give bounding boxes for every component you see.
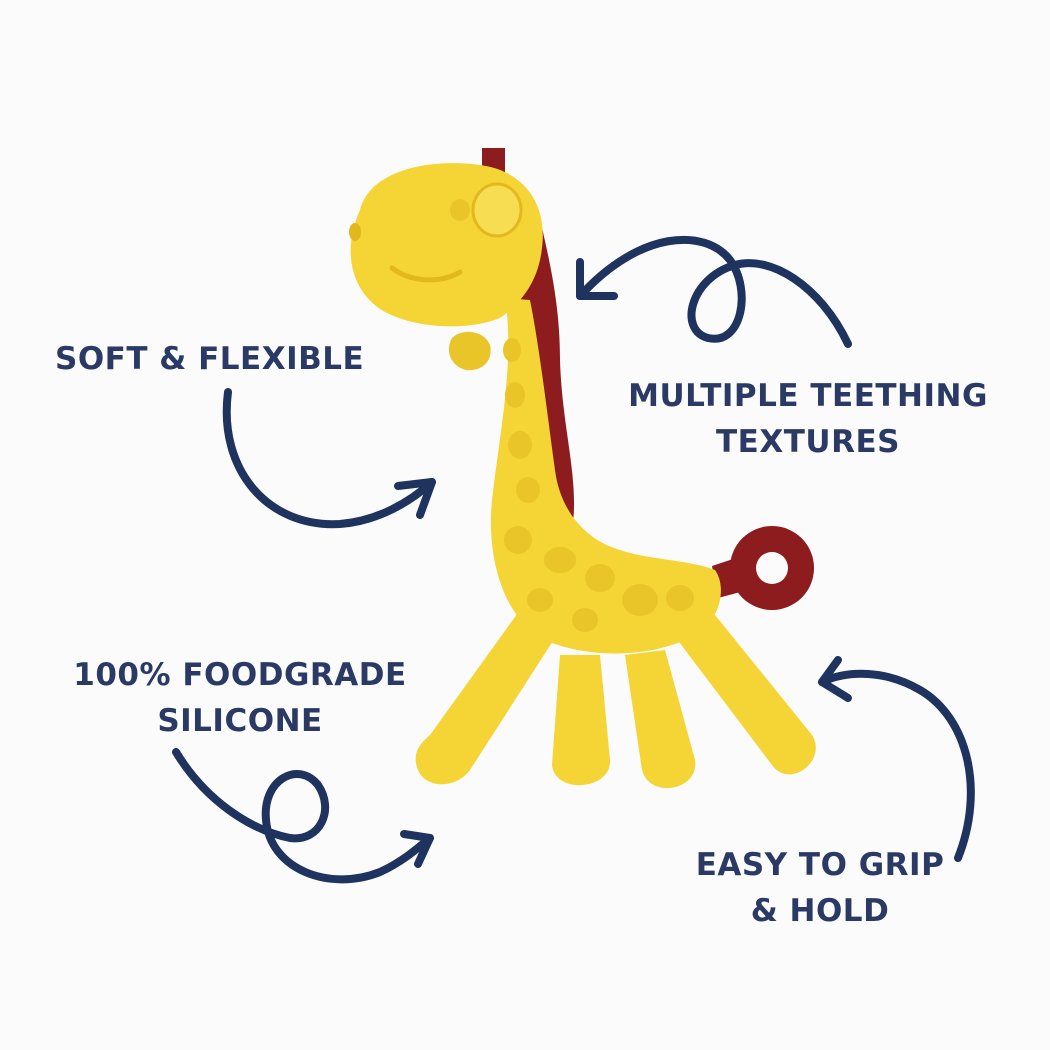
feature-soft-line1: SOFT & FLEXIBLE bbox=[55, 341, 365, 377]
giraffe-body bbox=[349, 163, 721, 654]
feature-easy-grip: EASY TO GRIP & HOLD bbox=[680, 842, 960, 934]
feature-teething-line2: TEXTURES bbox=[716, 424, 900, 460]
foodgrade-silicone-arrow-icon bbox=[172, 748, 434, 884]
feature-foodgrade-silicone: 100% FOODGRADE SILICONE bbox=[60, 652, 420, 744]
feature-foodgrade-line2: SILICONE bbox=[157, 703, 323, 739]
texture-spots bbox=[503, 338, 694, 632]
soft-flexible-arrow-icon bbox=[222, 388, 436, 529]
feature-soft-flexible: SOFT & FLEXIBLE bbox=[55, 336, 365, 382]
feature-grip-line2: & HOLD bbox=[750, 893, 890, 929]
feature-grip-line1: EASY TO GRIP bbox=[695, 847, 945, 883]
feature-multiple-teething-textures: MULTIPLE TEETHING TEXTURES bbox=[618, 373, 998, 465]
giraffe-legs bbox=[415, 610, 816, 789]
teething-textures-arrow-icon bbox=[576, 235, 852, 348]
feature-foodgrade-line1: 100% FOODGRADE bbox=[73, 657, 407, 693]
easy-grip-arrow-icon bbox=[818, 656, 975, 862]
feature-teething-line1: MULTIPLE TEETHING bbox=[628, 378, 988, 414]
teether-ring bbox=[712, 526, 814, 610]
